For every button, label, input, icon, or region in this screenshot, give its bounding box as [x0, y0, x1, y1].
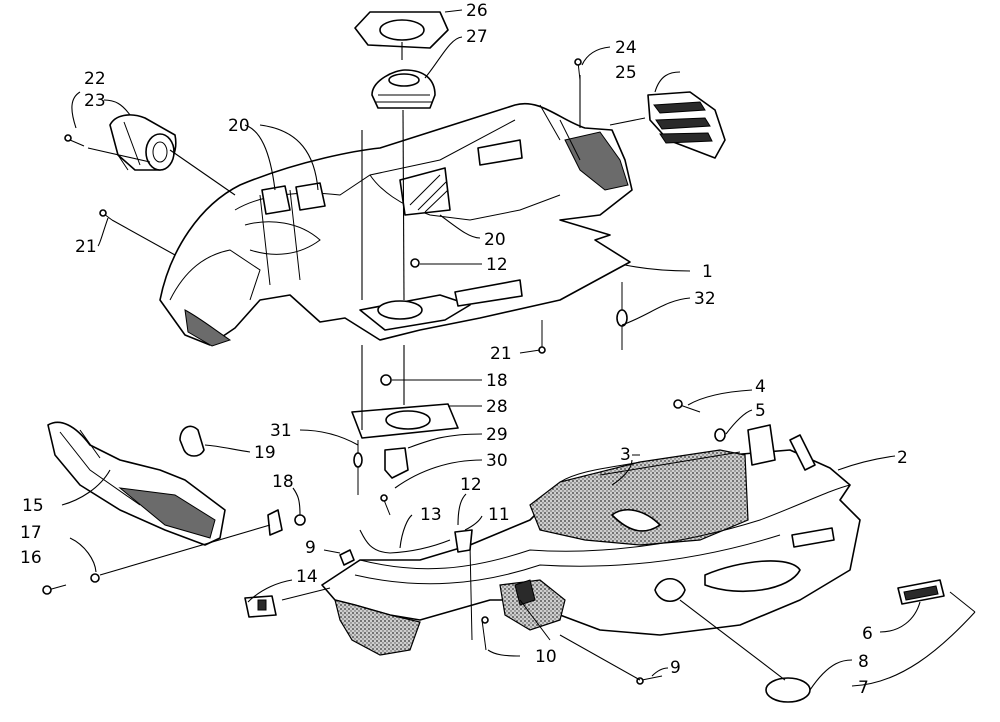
- callout-label: 8: [858, 652, 869, 672]
- callout-label: 20: [228, 116, 250, 136]
- upper-console-pan: [159, 102, 633, 347]
- callout-label: 12: [460, 475, 482, 495]
- callout-label: 28: [486, 397, 508, 417]
- reflector-part: [897, 579, 945, 605]
- lower-belly-pan: [321, 424, 861, 656]
- callout-label: 6: [862, 624, 873, 644]
- callout-label: 18: [486, 371, 508, 391]
- callout-label: 4: [755, 377, 766, 397]
- callout-label: 3: [620, 445, 631, 465]
- lower-mount-plate-part: [351, 403, 459, 439]
- louver-part: [647, 91, 726, 159]
- callout-label: 9: [305, 538, 316, 558]
- callout-label: 15: [22, 496, 44, 516]
- hardware-parts: [90, 258, 726, 583]
- callout-label: 12: [486, 255, 508, 275]
- hinge-bracket-part: [384, 447, 409, 479]
- plug-part: [765, 677, 811, 703]
- mount-plate-part: [354, 11, 449, 49]
- callout-label: 30: [486, 451, 508, 471]
- callout-label: 5: [755, 401, 766, 421]
- grommet-part: [371, 69, 436, 109]
- callout-labels: 1 2 3 4 5 6 7 8 9 9 10 11 12 12 13 14 15…: [20, 1, 908, 698]
- callout-label: 18: [272, 472, 294, 492]
- callout-label: 2: [897, 448, 908, 468]
- callout-label: 17: [20, 523, 42, 543]
- callout-label: 16: [20, 548, 42, 568]
- callout-label: 29: [486, 425, 508, 445]
- callout-label: 11: [488, 505, 510, 525]
- callout-label: 9: [670, 658, 681, 678]
- callout-label: 14: [296, 567, 318, 587]
- callout-label: 7: [858, 678, 869, 698]
- leader-lines: [61, 9, 976, 691]
- callout-label: 19: [254, 443, 276, 463]
- callout-label: 10: [535, 647, 557, 667]
- callout-label: 31: [270, 421, 292, 441]
- callout-label: 25: [615, 63, 637, 83]
- callout-label: 1: [702, 262, 713, 282]
- callout-label: 27: [466, 27, 488, 47]
- latch-part: [244, 595, 277, 618]
- callout-label: 24: [615, 38, 637, 58]
- cable-part: [359, 529, 451, 554]
- callout-label: 22: [84, 69, 106, 89]
- assembly-lines: [87, 42, 786, 681]
- front-bumper-part: [47, 421, 226, 546]
- callout-label: 26: [466, 1, 488, 21]
- callout-label: 13: [420, 505, 442, 525]
- fasteners: [42, 58, 976, 685]
- callout-label: 32: [694, 289, 716, 309]
- callout-label: 21: [490, 344, 512, 364]
- callout-label: 23: [84, 91, 106, 111]
- callout-label: 21: [75, 237, 97, 257]
- vent-hose-part: [109, 114, 177, 171]
- clip-part: [179, 425, 205, 457]
- callout-label: 20: [484, 230, 506, 250]
